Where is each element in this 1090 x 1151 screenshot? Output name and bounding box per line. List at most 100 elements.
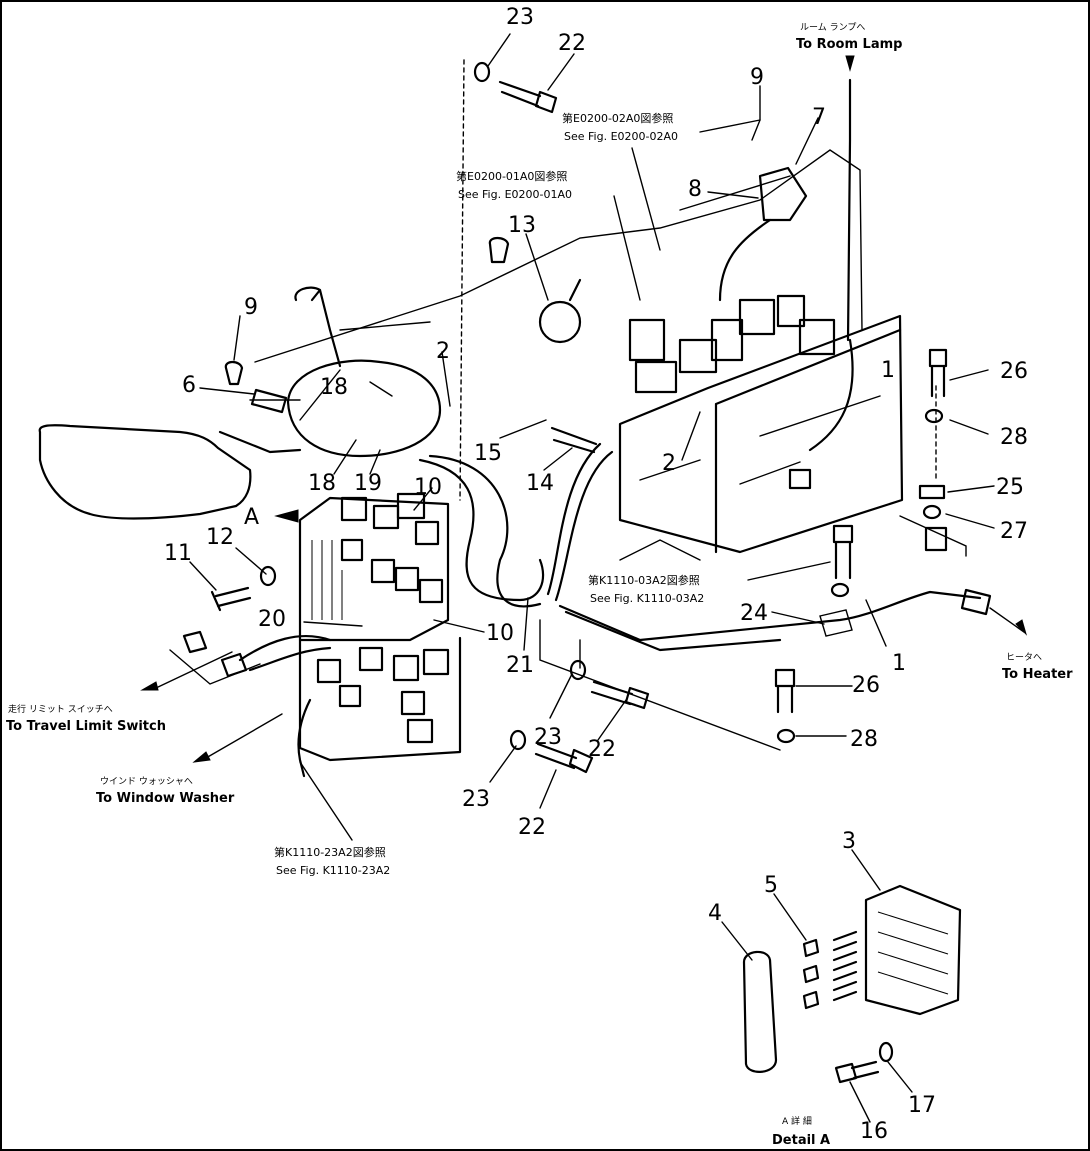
controller-hatch	[311, 540, 343, 620]
washer-28-top	[924, 408, 944, 424]
screw-16	[834, 1060, 880, 1084]
label-6: 6	[182, 373, 196, 398]
spring-5	[832, 930, 858, 1002]
dest-heater-jp: ヒータへ	[1006, 652, 1042, 663]
detail-a-en: Detail A	[772, 1133, 830, 1148]
centerline-1	[459, 59, 465, 501]
label-15: 15	[474, 441, 502, 466]
label-1: 1	[881, 358, 895, 383]
label-23-mid: 23	[534, 725, 562, 750]
label-3: 3	[842, 829, 856, 854]
label-4: 4	[708, 901, 722, 926]
rear-panel-front	[714, 328, 902, 554]
ref-k1110-03a2-jp: 第K1110-03A2図参照	[588, 573, 700, 587]
label-27: 27	[1000, 519, 1028, 544]
label-21: 21	[506, 653, 534, 678]
harness-left	[238, 635, 332, 662]
reference-notes: 第E0200-02A0図参照 See Fig. E0200-02A0 第E020…	[274, 111, 704, 877]
ref-e0200-01a0-en: See Fig. E0200-01A0	[458, 188, 572, 201]
horn	[538, 300, 582, 344]
harness-main	[418, 458, 545, 602]
washers-23	[473, 61, 587, 751]
panel-bracket	[788, 468, 812, 490]
room-lamp-wire-2	[808, 338, 854, 452]
label-23-bottom: 23	[462, 787, 490, 812]
label-26-top: 26	[1000, 359, 1028, 384]
switch-6-wire	[218, 430, 302, 454]
washer-24	[830, 582, 850, 598]
label-22-mid: 22	[588, 737, 616, 762]
label-22-top: 22	[558, 31, 586, 56]
label-1-main: 1	[892, 651, 906, 676]
control-lever	[294, 286, 342, 368]
lever-base	[286, 359, 442, 458]
label-2-right: 2	[662, 451, 676, 476]
detail-a-assembly	[742, 884, 962, 1084]
bracket-inner-right	[899, 515, 967, 557]
bolt-26-bottom	[774, 668, 796, 714]
rear-panel-detail	[639, 395, 881, 485]
label-24: 24	[740, 601, 768, 626]
label-18-top: 18	[320, 375, 348, 400]
ref-e0200-02a0-en: See Fig. E0200-02A0	[564, 130, 678, 143]
bolt-26-top	[928, 348, 948, 398]
bolt-14	[550, 426, 598, 454]
label-11: 11	[164, 541, 192, 566]
ref-k1110-03a2-en: See Fig. K1110-03A2	[590, 592, 704, 605]
harness-lower-run	[558, 590, 982, 642]
harness-to-panel	[546, 442, 602, 596]
part-number-labels: 1 1 2 2 3 4 5 6 7 8 9 9 10 10 11 12 13 1…	[164, 5, 1028, 1144]
washer-17	[878, 1041, 894, 1063]
washer-12	[259, 565, 277, 587]
ref-k1110-23a2-en: See Fig. K1110-23A2	[276, 864, 390, 877]
cab-floor-outline	[254, 149, 863, 363]
reference-arrows	[299, 119, 831, 841]
destination-arrows	[140, 55, 1028, 763]
dest-window-washer-jp: ウインド ウォッシャへ	[100, 776, 193, 787]
cover-3-ribs	[877, 911, 949, 995]
bracket-lower-right	[539, 619, 781, 751]
clamp-24	[819, 609, 853, 637]
label-8: 8	[688, 177, 702, 202]
label-28-bottom: 28	[850, 727, 878, 752]
bolts-22	[498, 80, 650, 774]
harness-heater	[564, 610, 782, 652]
label-22-bottom: 22	[518, 815, 546, 840]
spacer	[924, 526, 948, 552]
label-7: 7	[812, 105, 826, 130]
room-lamp-wire	[846, 78, 852, 342]
washer-28-bottom	[776, 728, 796, 744]
dest-travel-limit-jp: 走行 リミット スイッチへ	[8, 703, 113, 715]
washer-hose	[297, 698, 312, 778]
label-9-left: 9	[244, 295, 258, 320]
label-28-top: 28	[1000, 425, 1028, 450]
dest-room-lamp-jp: ルーム ランプへ	[800, 22, 865, 33]
label-10-top: 10	[414, 475, 442, 500]
bolt-26-lower	[832, 524, 854, 580]
drawing-geometry	[38, 33, 1028, 1123]
switch-wire	[718, 218, 772, 302]
relay-modules-upper	[628, 294, 836, 394]
ref-e0200-01a0-jp: 第E0200-01A0図参照	[456, 169, 567, 183]
dest-heater-en: To Heater	[1002, 667, 1073, 682]
knob-9-left	[224, 360, 244, 386]
label-14: 14	[526, 471, 554, 496]
label-12: 12	[206, 525, 234, 550]
label-25: 25	[996, 475, 1024, 500]
label-26-bottom: 26	[852, 673, 880, 698]
label-13: 13	[508, 213, 536, 238]
dest-window-washer-en: To Window Washer	[96, 791, 235, 806]
label-18-bottom: 18	[308, 471, 336, 496]
detail-a-jp: A 詳 細	[782, 1115, 812, 1127]
lower-connectors	[316, 646, 450, 744]
label-16: 16	[860, 1119, 888, 1144]
label-9-top: 9	[750, 65, 764, 90]
cover-3	[864, 884, 962, 1016]
seat-outline	[38, 424, 252, 520]
ref-e0200-02a0-jp: 第E0200-02A0図参照	[562, 111, 673, 125]
knob-top	[488, 236, 510, 264]
label-2-left: 2	[436, 339, 450, 364]
nut-25	[918, 484, 946, 500]
